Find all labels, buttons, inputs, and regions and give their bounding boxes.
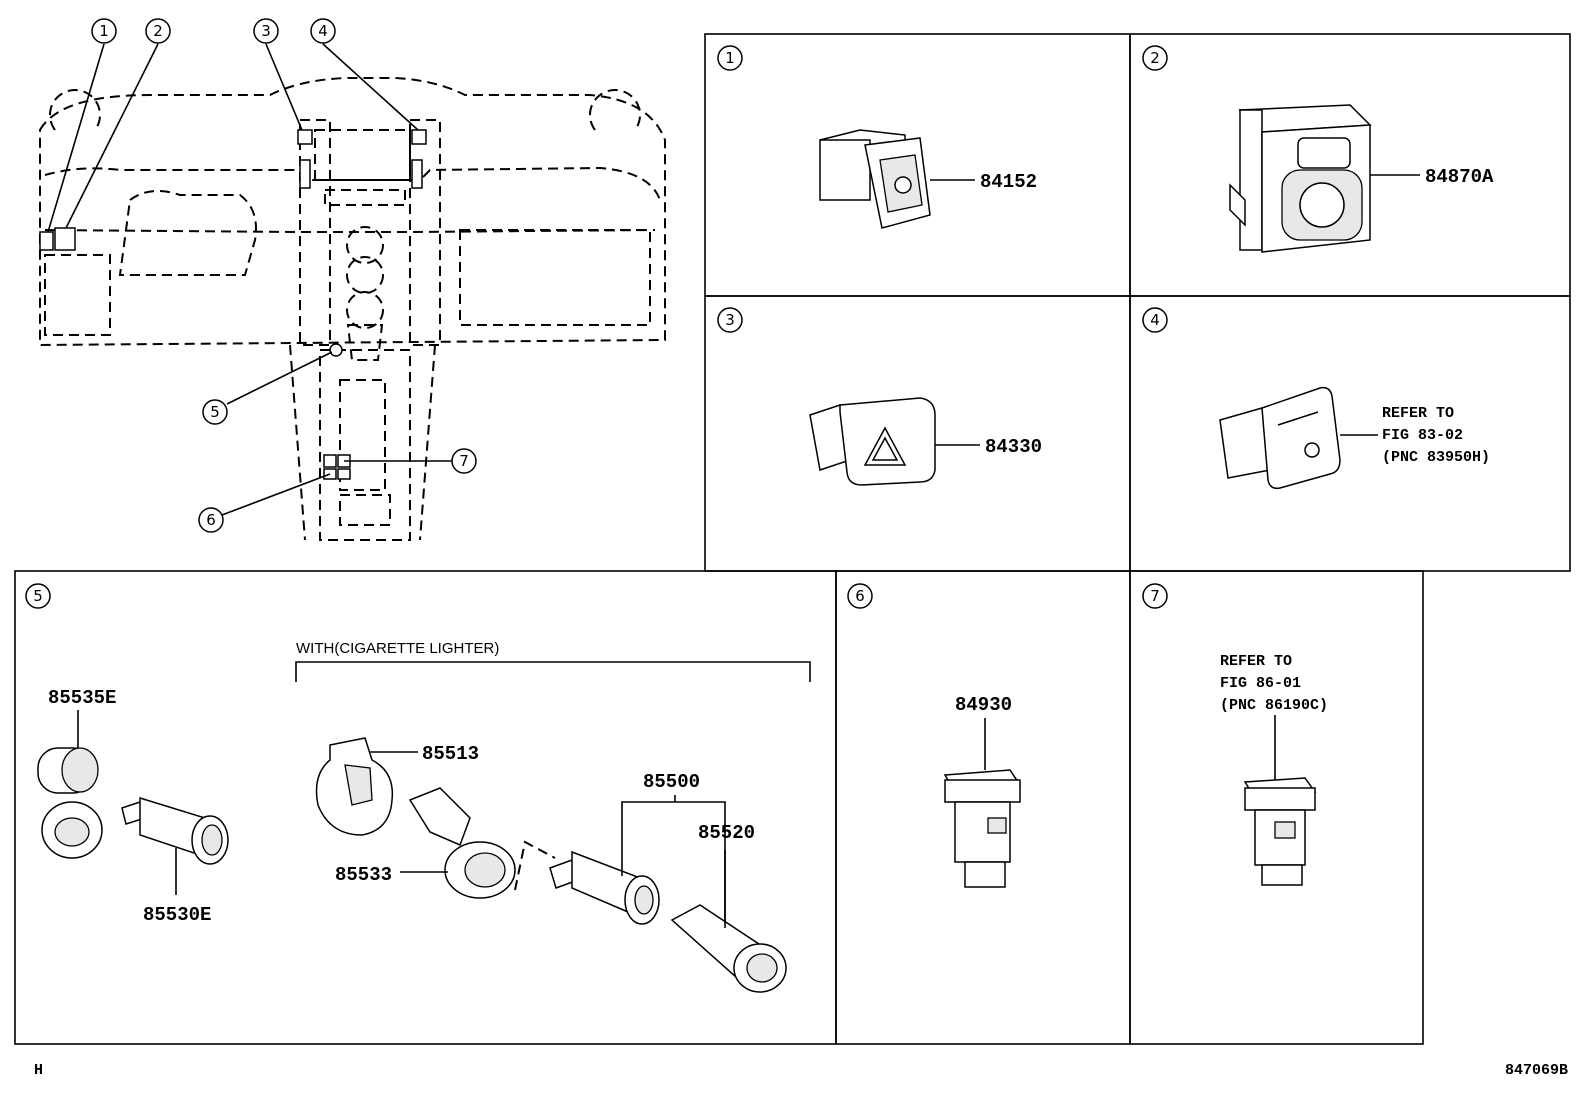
lighter-retainer-part (315, 737, 394, 836)
panel-number: 6 (855, 587, 865, 605)
refer-line-1: REFER TO (1382, 405, 1454, 422)
socket-cap-part (37, 747, 103, 859)
assembly-dashed-line (514, 840, 556, 891)
callout-1: 1 (91, 18, 117, 44)
callout-2: 2 (145, 18, 171, 44)
callout-label: 6 (206, 511, 216, 529)
lighter-body-part (408, 787, 516, 899)
panel-5: 5 WITH(CIGARETTE LIGHTER) 85535E 85530E … (25, 583, 811, 993)
refer-line-1: REFER TO (1220, 653, 1292, 670)
cigarette-lighter-part (670, 904, 787, 993)
part-number-85500: 85500 (643, 771, 700, 793)
refer-line-2: FIG 86-01 (1220, 675, 1301, 692)
figure-number: 847069B (1505, 1062, 1568, 1079)
lighter-socket-part (549, 850, 660, 925)
panel-2: 2 84870A (1142, 45, 1494, 253)
panel-number: 7 (1150, 587, 1160, 605)
part-number-84152: 84152 (980, 171, 1037, 193)
part-number-84870A: 84870A (1425, 166, 1494, 188)
callout-label: 2 (153, 22, 163, 40)
power-socket-part (121, 796, 229, 865)
callout-label: 5 (210, 403, 220, 421)
panel-3: 3 84330 (717, 307, 1042, 486)
cigarette-lighter-caption: WITH(CIGARETTE LIGHTER) (296, 640, 499, 657)
callout-4: 4 (310, 18, 336, 44)
panel-6: 6 84930 (847, 583, 1022, 888)
callout-label: 4 (318, 22, 328, 40)
refer-line-3: (PNC 86190C) (1220, 697, 1328, 714)
part-number-85530E: 85530E (143, 904, 211, 926)
panel-1: 1 84152 (717, 45, 1037, 229)
panel-number: 2 (1150, 49, 1160, 67)
callout-label: 1 (99, 22, 109, 40)
switch-module-part (1243, 777, 1317, 886)
callout-label: 3 (261, 22, 271, 40)
part-number-85535E: 85535E (48, 687, 116, 709)
panel-4: 4 REFER TO FIG 83-02 (PNC 83950H) (1142, 307, 1490, 490)
panel-number: 5 (33, 587, 43, 605)
callout-3: 3 (253, 18, 279, 44)
door-lock-switch-part (943, 769, 1022, 888)
mirror-switch-part (819, 129, 931, 229)
panel-7: 7 REFER TO FIG 86-01 (PNC 86190C) (1142, 583, 1328, 886)
callout-5: 5 (202, 399, 228, 425)
part-number-85513: 85513 (422, 743, 479, 765)
panel-number: 1 (725, 49, 735, 67)
refer-line-2: FIG 83-02 (1382, 427, 1463, 444)
callout-6: 6 (198, 507, 224, 533)
part-number-84330: 84330 (985, 436, 1042, 458)
mirror-control-part (1229, 104, 1372, 253)
panel-number: 3 (725, 311, 735, 329)
caption-bracket (295, 661, 811, 682)
passenger-airbag-indicator-part (1219, 386, 1341, 490)
part-number-85520: 85520 (698, 822, 755, 844)
part-number-85533: 85533 (335, 864, 392, 886)
callout-7: 7 (451, 448, 477, 474)
refer-line-3: (PNC 83950H) (1382, 449, 1490, 466)
hazard-switch-part (809, 397, 936, 486)
dashboard-overview (39, 43, 666, 541)
panel-frames (14, 33, 1571, 1045)
part-number-84930: 84930 (955, 694, 1012, 716)
footer-left-code: H (34, 1062, 43, 1079)
callout-label: 7 (459, 452, 469, 470)
panel-number: 4 (1150, 311, 1160, 329)
